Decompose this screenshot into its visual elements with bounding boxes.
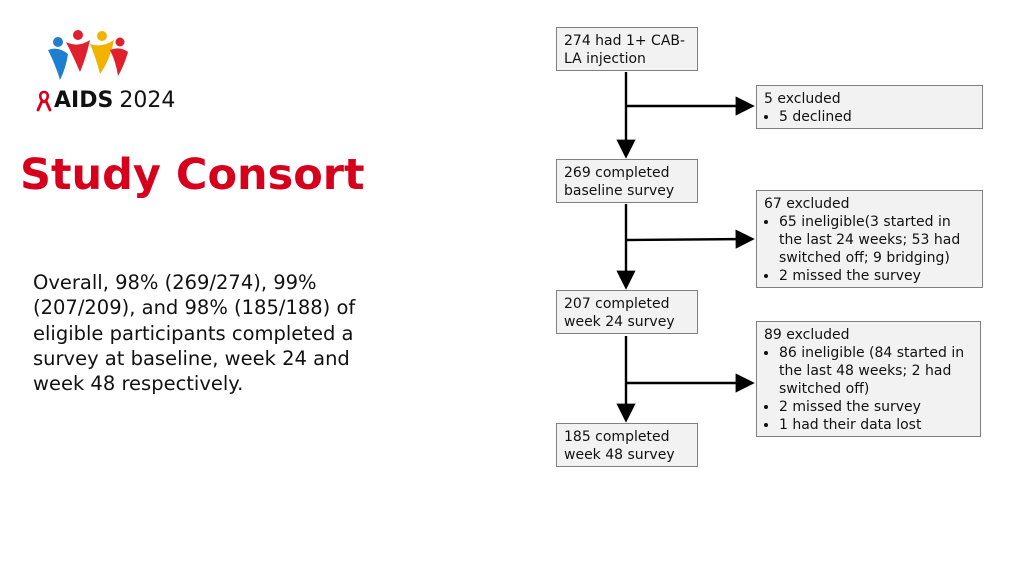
flow-box-injection: 274 had 1+ CAB-LA injection <box>556 27 698 71</box>
flow-box-baseline: 269 completed baseline survey <box>556 159 698 203</box>
exclusion-heading: 67 excluded <box>764 196 850 212</box>
exclusion-heading: 89 excluded <box>764 327 850 343</box>
exclusion-box-3: 89 excluded 86 ineligible (84 started in… <box>756 321 981 437</box>
exclusion-item: 65 ineligible(3 started in the last 24 w… <box>779 213 975 267</box>
conference-logo: AIDS 2024 <box>30 28 200 120</box>
flow-box-week24: 207 completed week 24 survey <box>556 290 698 334</box>
exclusion-list: 5 declined <box>764 108 975 126</box>
exclusion-item: 5 declined <box>779 108 975 126</box>
summary-text: Overall, 98% (269/274), 99% (207/209), a… <box>33 271 356 396</box>
exclusion-item: 2 missed the survey <box>779 398 973 416</box>
exclusion-list: 86 ineligible (84 started in the last 48… <box>764 344 973 434</box>
exclusion-list: 65 ineligible(3 started in the last 24 w… <box>764 213 975 285</box>
red-ribbon-icon <box>36 90 52 111</box>
conference-wordmark: AIDS 2024 <box>36 88 175 113</box>
conference-year: 2024 <box>119 88 176 113</box>
flow-box-week48: 185 completed week 48 survey <box>556 423 698 467</box>
exclusion-box-2: 67 excluded 65 ineligible(3 started in t… <box>756 190 983 288</box>
exclusion-item: 86 ineligible (84 started in the last 48… <box>779 344 973 398</box>
exclusion-heading: 5 excluded <box>764 91 841 107</box>
exclusion-item: 1 had their data lost <box>779 416 973 434</box>
conference-name: AIDS <box>54 88 114 113</box>
exclusion-item: 2 missed the survey <box>779 267 975 285</box>
page-title: Study Consort <box>20 150 365 200</box>
people-figures-icon <box>48 30 128 80</box>
arrow-to-exclusion-2 <box>625 229 755 249</box>
exclusion-box-1: 5 excluded 5 declined <box>756 85 983 129</box>
